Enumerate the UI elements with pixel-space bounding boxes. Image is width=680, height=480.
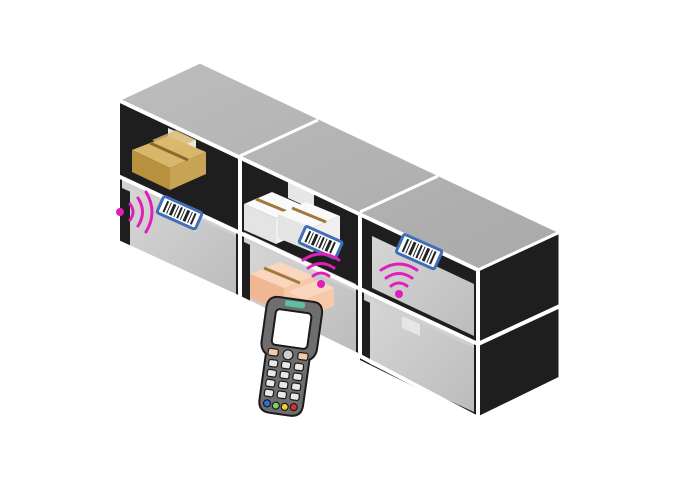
scanner-keypad <box>262 347 309 412</box>
wireless-signal-icon <box>379 262 419 298</box>
barcode-label-icon <box>395 233 444 271</box>
cardboard-box-icon <box>132 130 206 190</box>
barcode-label-icon <box>155 195 204 231</box>
scanner-screen <box>270 308 313 350</box>
handheld-scanner-icon <box>258 295 324 417</box>
wireless-signal-icon <box>116 190 154 234</box>
wireless-signal-icon <box>301 252 341 288</box>
barcode-label-icon <box>297 225 344 260</box>
